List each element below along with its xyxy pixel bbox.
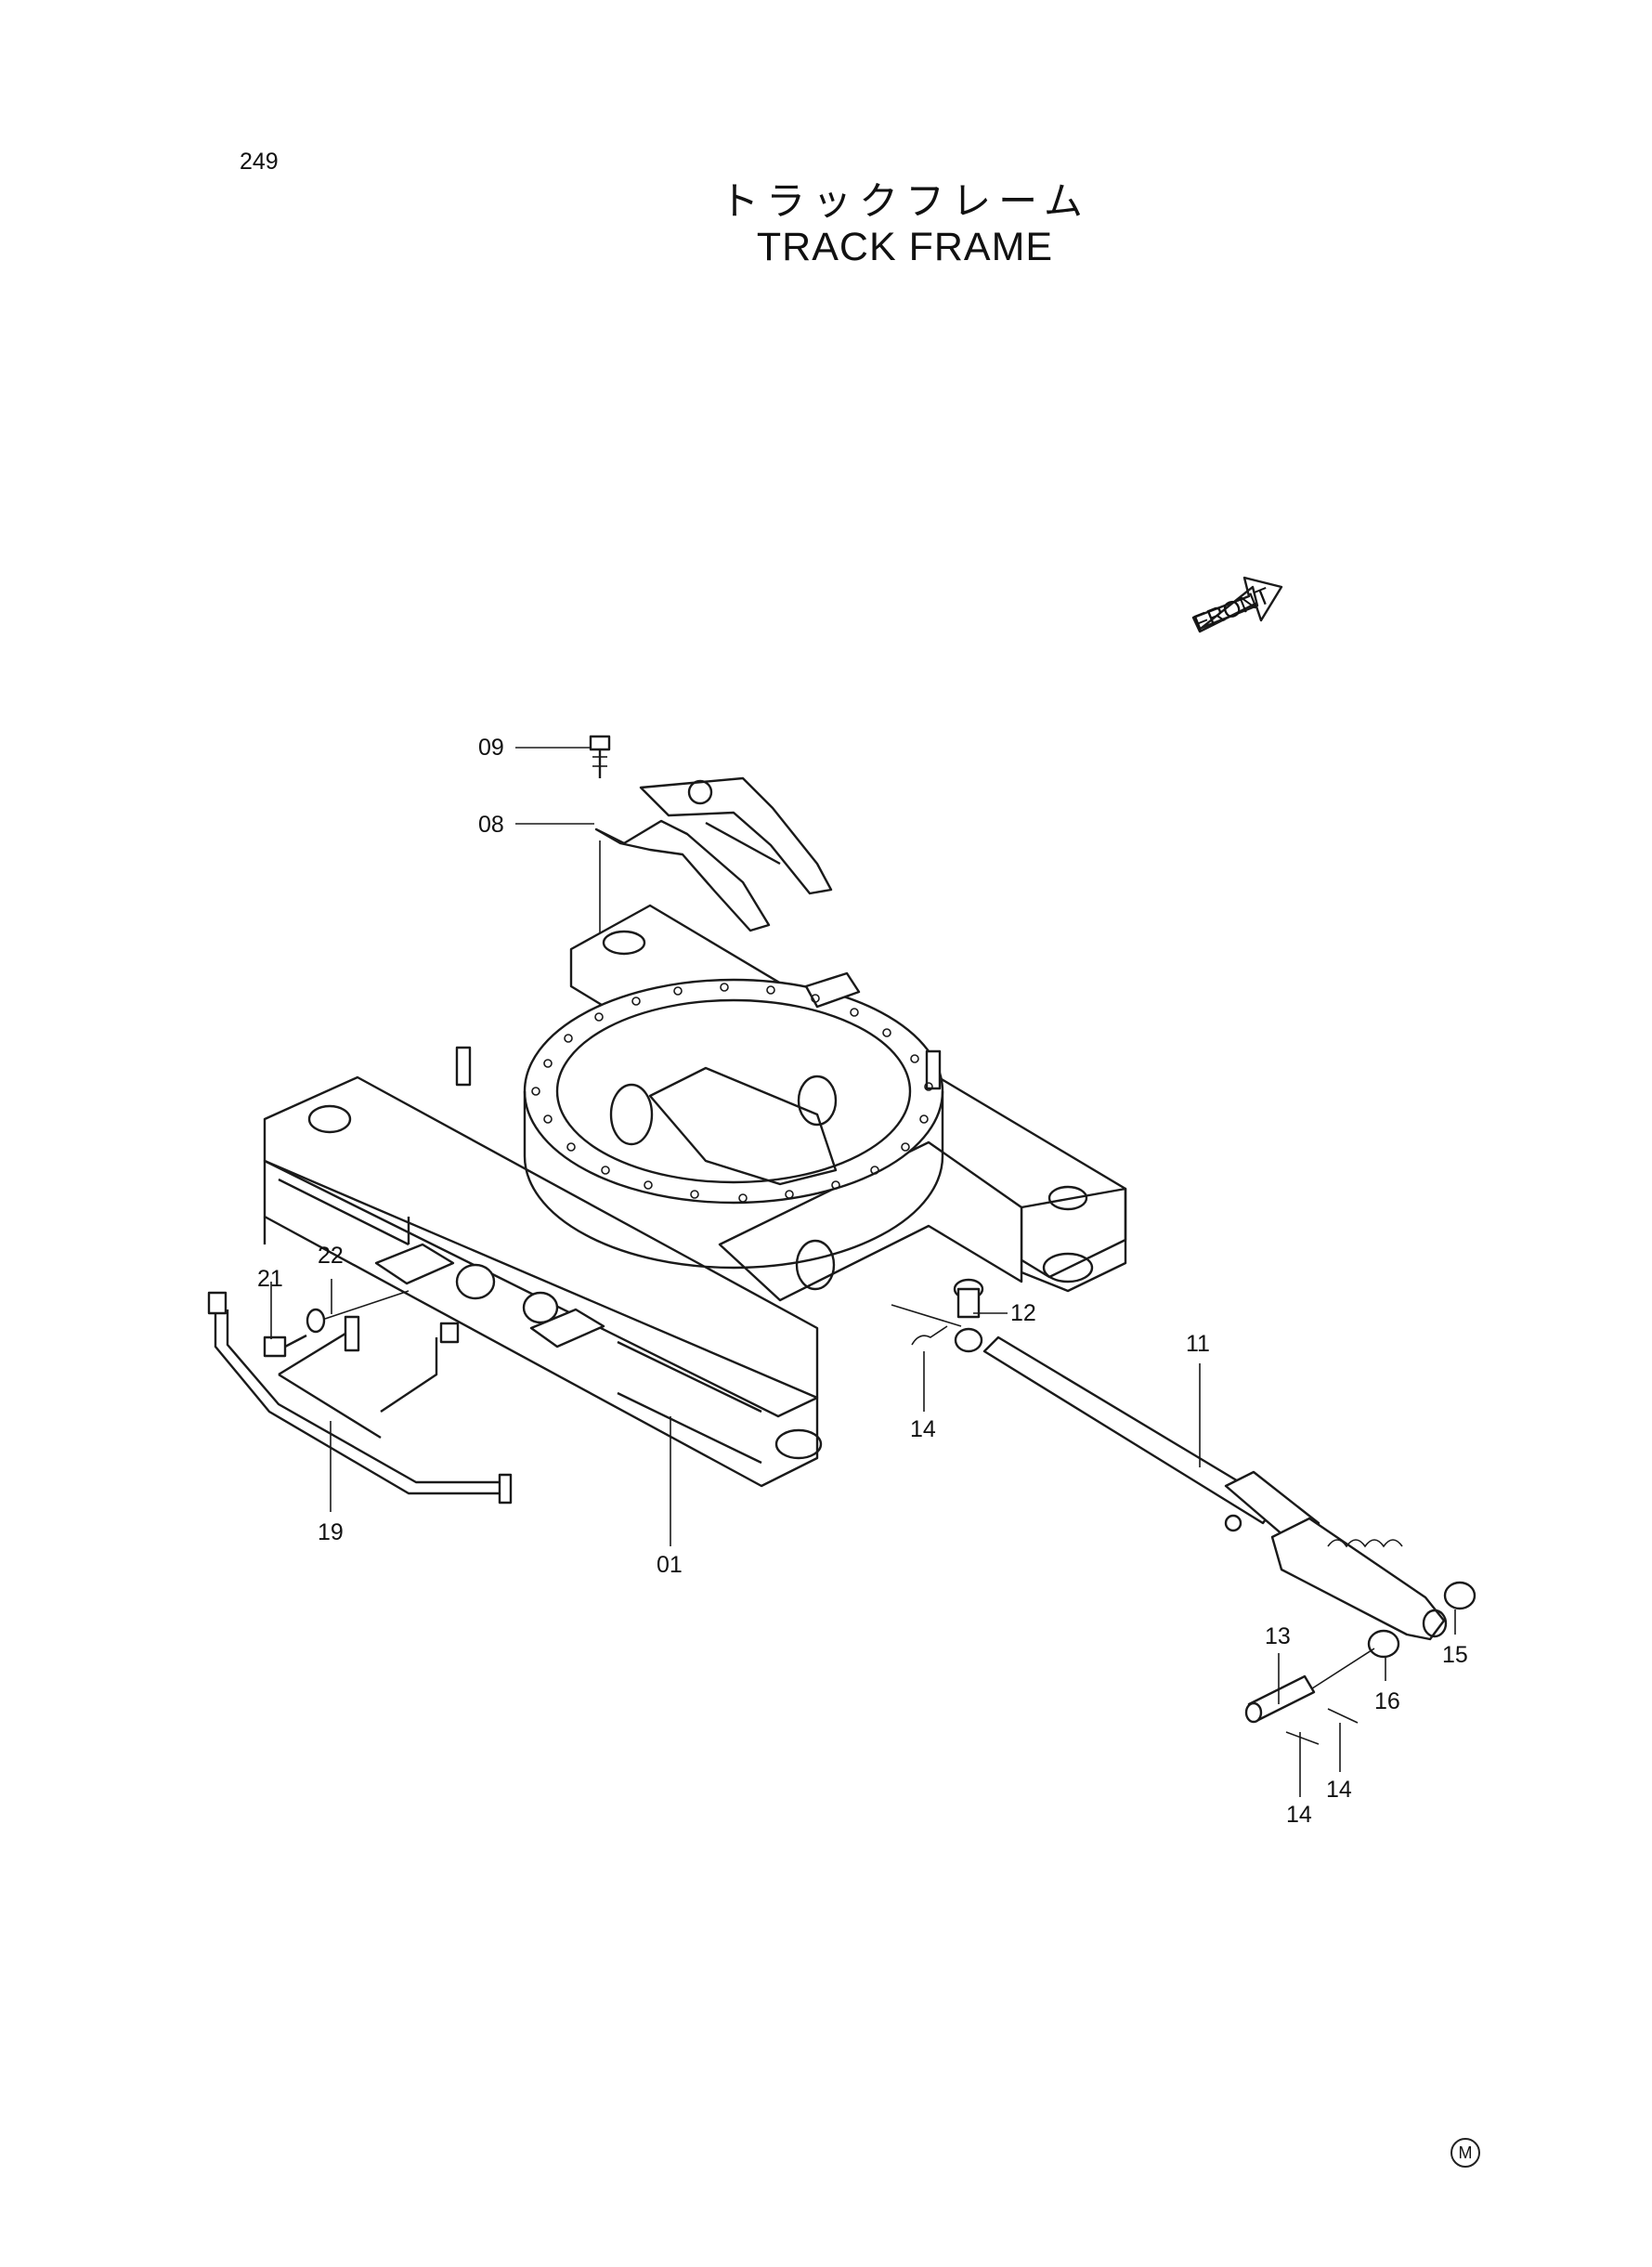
cotter-pin-icon bbox=[911, 1325, 948, 1346]
track-frame-body bbox=[263, 904, 1127, 1488]
front-label: FRONT bbox=[1190, 582, 1274, 636]
label-01: 01 bbox=[657, 1552, 683, 1578]
page-number: 249 bbox=[240, 149, 279, 175]
leader-line bbox=[891, 1304, 962, 1327]
bolt-icon bbox=[589, 735, 611, 778]
front-arrow-icon: FRONT bbox=[1190, 576, 1283, 637]
label-22: 22 bbox=[318, 1243, 344, 1269]
page-title-japanese: トラックフレーム bbox=[720, 178, 1090, 224]
label-13: 13 bbox=[1265, 1623, 1291, 1649]
label-09: 09 bbox=[478, 735, 504, 761]
leader-lines bbox=[270, 747, 1456, 1797]
label-16: 16 bbox=[1374, 1688, 1400, 1714]
label-14: 14 bbox=[1326, 1777, 1352, 1803]
label-21: 21 bbox=[257, 1266, 283, 1292]
label-12: 12 bbox=[1010, 1300, 1036, 1326]
label-14: 14 bbox=[910, 1416, 936, 1442]
cylinder-part bbox=[954, 1327, 1448, 1641]
label-19: 19 bbox=[318, 1519, 344, 1545]
washer-icon bbox=[306, 1308, 326, 1334]
leader-line bbox=[324, 1290, 410, 1320]
guard-part bbox=[207, 1291, 513, 1505]
bracket-part bbox=[594, 776, 833, 932]
bolt-21-icon bbox=[263, 1334, 307, 1358]
bolt-holes bbox=[531, 983, 933, 1203]
label-08: 08 bbox=[478, 812, 504, 838]
page-title: TRACK FRAME bbox=[756, 225, 1054, 269]
label-11: 11 bbox=[1186, 1331, 1210, 1357]
pin-icon bbox=[953, 1278, 984, 1319]
pin-13-icon bbox=[1244, 1674, 1359, 1745]
manufacturer-mark: M bbox=[1450, 2138, 1480, 2168]
bushing-icon bbox=[1308, 1581, 1476, 1691]
label-15: 15 bbox=[1442, 1642, 1468, 1668]
label-14: 14 bbox=[1286, 1802, 1312, 1828]
